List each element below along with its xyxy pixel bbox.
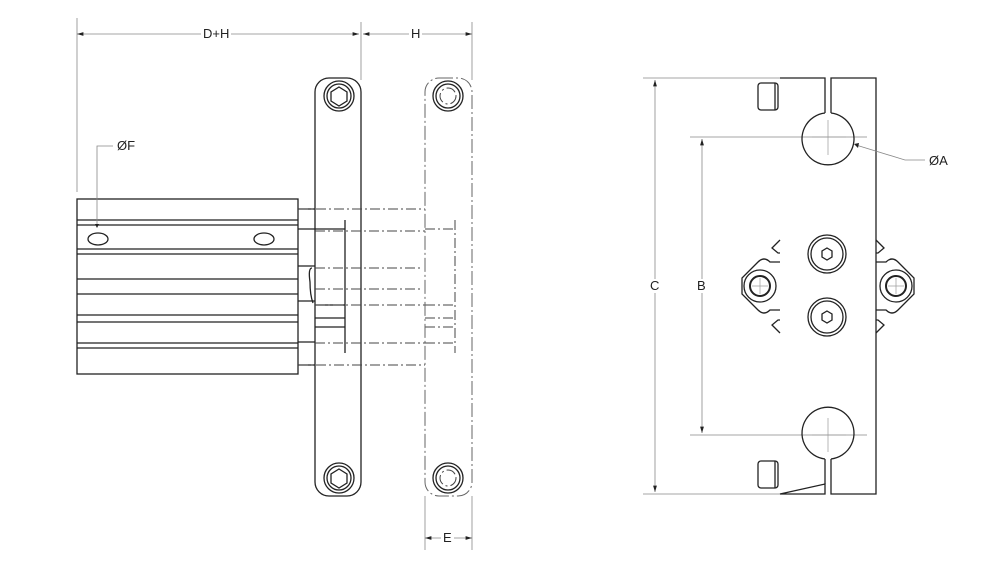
mounting-hole-f-right bbox=[253, 232, 275, 246]
phantom-screw-bottom bbox=[432, 462, 464, 494]
front-view bbox=[643, 77, 925, 495]
bore-a-top bbox=[801, 112, 855, 166]
leader-f bbox=[96, 145, 113, 226]
dimension-label-b: B bbox=[695, 278, 708, 293]
socket-cap-screw-top bbox=[323, 80, 355, 112]
side-view bbox=[76, 18, 473, 550]
center-screw-bottom bbox=[807, 297, 847, 337]
phantom-screw-top bbox=[432, 80, 464, 112]
cylinder-grooves bbox=[77, 219, 298, 349]
dimension-label-e: E bbox=[441, 530, 454, 545]
mounting-hole-f-left bbox=[87, 232, 109, 246]
center-screw-top bbox=[807, 234, 847, 274]
leader-a bbox=[855, 144, 925, 161]
mounting-plate bbox=[314, 77, 362, 497]
clamp-block bbox=[779, 77, 877, 495]
dimension-label-h: H bbox=[409, 26, 423, 41]
set-screw-top bbox=[757, 82, 779, 111]
set-screw-bottom bbox=[757, 460, 779, 489]
phantom-projection-lines bbox=[298, 208, 456, 366]
dimension-label-a: ØA bbox=[927, 153, 950, 168]
phantom-plate bbox=[424, 77, 473, 497]
cylinder-body bbox=[76, 198, 299, 375]
socket-cap-screw-bottom bbox=[323, 462, 355, 494]
side-tab-right bbox=[875, 239, 915, 334]
dimension-label-dh: D+H bbox=[201, 26, 232, 41]
side-tab-left bbox=[741, 239, 781, 334]
dimension-label-f: ØF bbox=[115, 138, 138, 153]
bore-a-bottom bbox=[801, 406, 855, 460]
dimension-label-c: C bbox=[648, 278, 662, 293]
